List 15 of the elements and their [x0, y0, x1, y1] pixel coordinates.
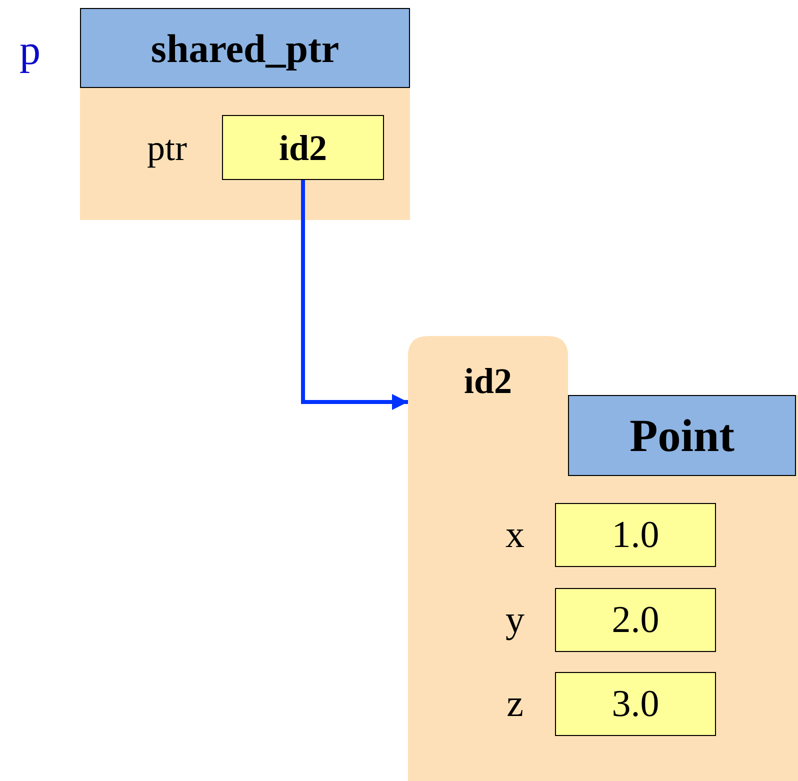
- heap-object: [408, 336, 798, 781]
- arrow: [301, 180, 408, 410]
- value-field: 1.0: [555, 503, 716, 567]
- object-id: id2: [462, 360, 514, 403]
- value-field: 2.0: [555, 588, 716, 652]
- field-name: x: [504, 513, 526, 558]
- value-field: 3.0: [555, 672, 716, 736]
- object-panel: [80, 8, 410, 220]
- field-name: z: [506, 682, 524, 727]
- type-header: Point: [568, 395, 796, 476]
- field-name: ptr: [146, 126, 188, 170]
- field-name: y: [504, 598, 526, 643]
- variable-name: p: [18, 27, 42, 76]
- type-header: shared_ptr: [80, 8, 410, 88]
- value-field: id2: [222, 115, 384, 180]
